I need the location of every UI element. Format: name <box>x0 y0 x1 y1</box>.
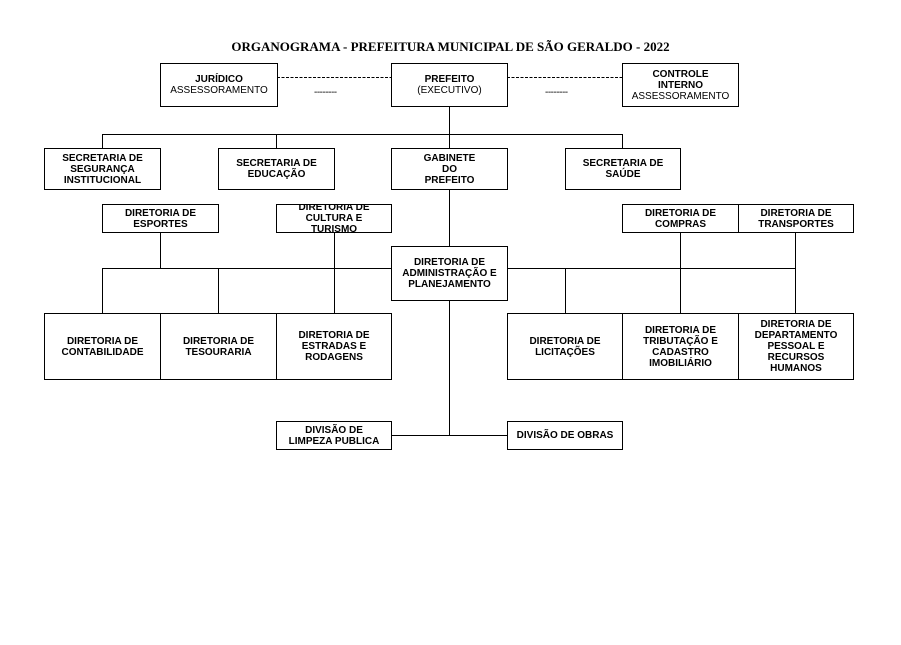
box-subtitle: ASSESSORAMENTO <box>170 85 268 96</box>
box-diretoria-contabilidade: DIRETORIA DE CONTABILIDADE <box>44 313 161 380</box>
box-juridico: JURÍDICO ASSESSORAMENTO <box>160 63 278 107</box>
box-diretoria-pessoal: DIRETORIA DE DEPARTAMENTO PESSOAL E RECU… <box>738 313 854 380</box>
box-diretoria-licitacoes: DIRETORIA DE LICITAÇÕES <box>507 313 623 380</box>
box-title: PREFEITO <box>424 74 475 85</box>
chart-title: ORGANOGRAMA - PREFEITURA MUNICIPAL DE SÃ… <box>231 39 670 54</box>
box-secretaria-saude: SECRETARIA DE SAÚDE <box>565 148 681 190</box>
box-divisao-limpeza: DIVISÃO DE LIMPEZA PUBLICA <box>276 421 392 450</box>
box-title: CONTROLE INTERNO <box>652 68 709 91</box>
box-prefeito: PREFEITO (EXECUTIVO) <box>391 63 508 107</box>
box-title: JURÍDICO <box>195 74 243 85</box>
box-secretaria-educacao: SECRETARIA DE EDUCAÇÃO <box>218 148 335 190</box>
dash-separator: -------- <box>314 87 337 98</box>
box-diretoria-estradas: DIRETORIA DE ESTRADAS E RODAGENS <box>276 313 392 380</box>
box-subtitle: ASSESSORAMENTO <box>631 90 730 102</box>
box-secretaria-seguranca: SECRETARIA DE SEGURANÇA INSTITUCIONAL <box>44 148 161 190</box>
box-diretoria-tesouraria: DIRETORIA DE TESOURARIA <box>160 313 277 380</box>
box-diretoria-esportes: DIRETORIA DE ESPORTES <box>102 204 219 233</box>
box-diretoria-tributacao: DIRETORIA DE TRIBUTAÇÃO E CADASTRO IMOBI… <box>622 313 739 380</box>
box-diretoria-cultura: DIRETORIA DE CULTURA E TURISMO <box>276 204 392 233</box>
box-gabinete: GABINETE DO PREFEITO <box>391 148 508 190</box>
box-controle-interno: CONTROLE INTERNO ASSESSORAMENTO <box>622 63 739 107</box>
box-diretoria-compras: DIRETORIA DE COMPRAS <box>622 204 739 233</box>
dash-separator: -------- <box>545 87 568 98</box>
box-divisao-obras: DIVISÃO DE OBRAS <box>507 421 623 450</box>
box-subtitle: (EXECUTIVO) <box>417 85 482 96</box>
box-diretoria-administracao: DIRETORIA DE ADMINISTRAÇÃO E PLANEJAMENT… <box>391 246 508 301</box>
box-diretoria-transportes: DIRETORIA DE TRANSPORTES <box>738 204 854 233</box>
